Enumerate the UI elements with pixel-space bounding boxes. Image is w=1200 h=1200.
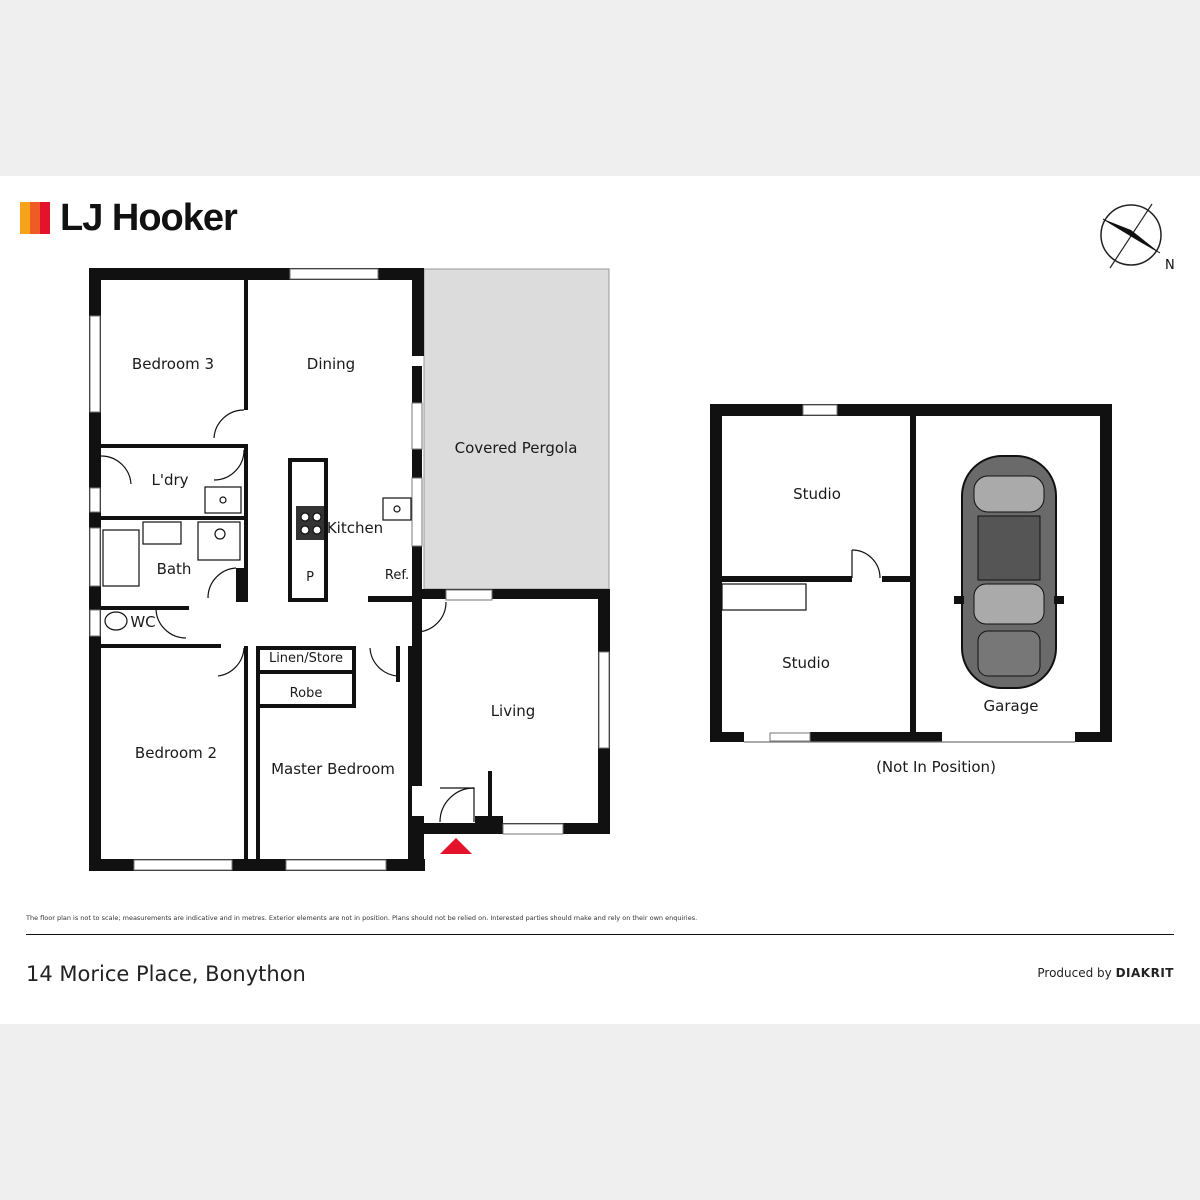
outbuilding-windows [769,404,838,742]
brand-name: LJ Hooker [60,197,238,239]
room-label-studio-upper: Studio [793,485,841,503]
room-label-living: Living [491,702,536,720]
compass-north-label: N [1165,258,1175,273]
brand-logo-bars [20,202,50,234]
room-label-dining: Dining [307,355,355,373]
floor-plan-drawing: N [89,203,1175,871]
entry-marker-icon [440,838,472,854]
logo-bar-red-orange [30,202,40,234]
produced-by: Produced by DIAKRIT [1037,966,1174,980]
room-label-master-bedroom: Master Bedroom [271,760,395,778]
room-label-pantry: P [306,570,314,585]
main-house-windows [89,268,610,871]
room-label-kitchen: Kitchen [327,519,383,537]
main-house-fixtures [102,486,412,631]
room-label-robe: Robe [290,686,323,701]
room-label-bedroom-3: Bedroom 3 [132,355,214,373]
brand-logo: LJ Hooker [20,197,238,239]
room-label-covered-pergola: Covered Pergola [455,439,578,457]
room-label-bath: Bath [157,560,192,578]
room-label-bedroom-2: Bedroom 2 [135,744,217,762]
floor-plan-sheet: LJ Hooker N [0,176,1200,1024]
produced-by-prefix: Produced by [1037,966,1116,980]
logo-bar-orange [20,202,30,234]
car-icon [954,455,1064,689]
footer-divider [26,934,1174,935]
room-label-laundry: L'dry [151,471,188,489]
room-label-fridge: Ref. [385,568,409,583]
disclaimer-text: The floor plan is not to scale; measurem… [26,914,698,922]
outbuilding-doors [721,549,1075,743]
outbuilding-caption: (Not In Position) [876,758,996,776]
pergola-area [423,268,610,590]
room-label-studio-lower: Studio [782,654,830,672]
property-address: 14 Morice Place, Bonython [26,962,306,986]
room-label-garage: Garage [984,697,1039,715]
produced-by-brand: DIAKRIT [1115,966,1174,980]
room-label-wc: WC [130,613,155,631]
room-label-linen-store: Linen/Store [269,651,343,666]
compass-icon: N [1100,203,1175,273]
logo-bar-red [40,202,50,234]
main-house-doors [100,409,475,823]
